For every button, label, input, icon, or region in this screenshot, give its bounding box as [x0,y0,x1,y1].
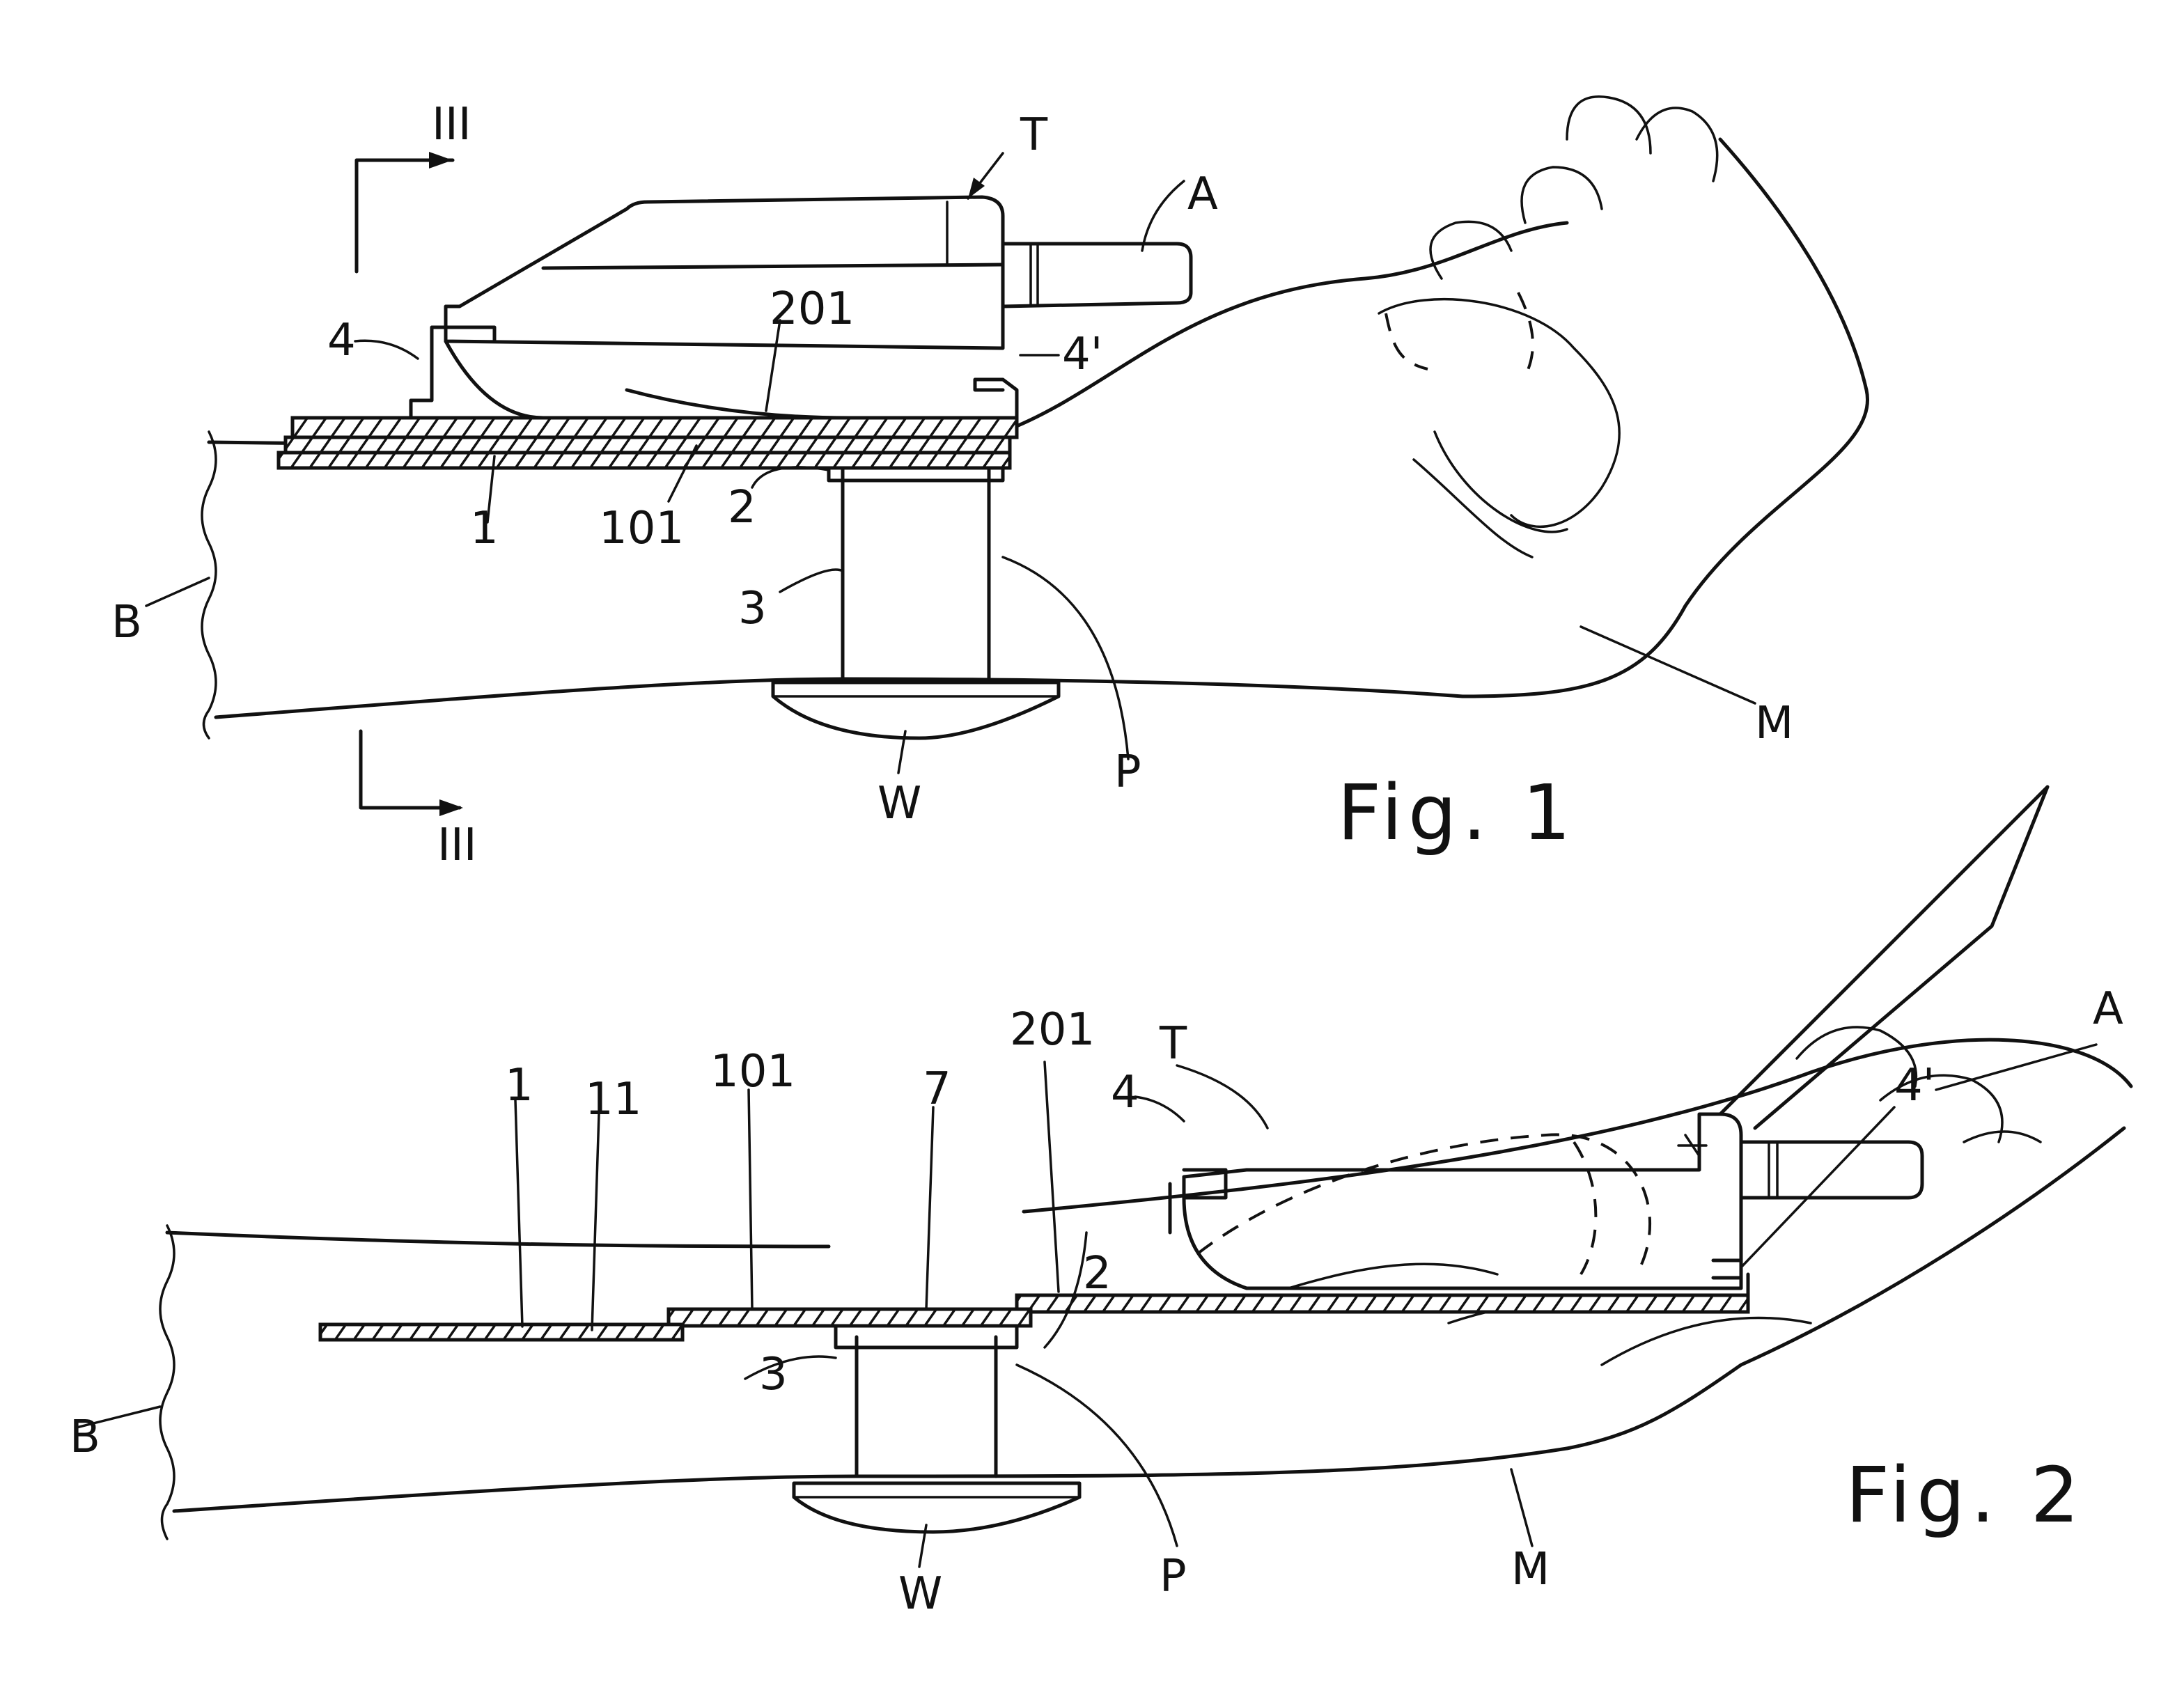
label-3: 3 [738,583,767,634]
device-housing [1182,1112,1743,1290]
device-housing [444,195,1005,420]
label-1: 1 [470,503,499,554]
strap [834,1324,1019,1478]
label-4-prime: 4' [1894,1060,1935,1111]
label-A: A [1187,169,1218,220]
hand [1001,95,1870,698]
label-4: 4 [1111,1067,1139,1118]
label-3: 3 [759,1349,788,1400]
section-marker-top: III [354,99,471,274]
label-4-prime: 4' [1062,329,1102,380]
antenna-extended [1718,785,2050,1130]
plate-1 [318,1322,685,1342]
dial-w [771,680,1061,740]
clip-4 [1168,1168,1228,1235]
antenna [1739,1140,1924,1200]
leader-lines [145,152,1756,774]
plate-1 [276,451,1012,470]
clip-4 [409,325,497,420]
label-B: B [70,1412,100,1463]
clip-4-prime [973,377,1019,420]
plate-201 [1015,1293,1750,1314]
section-label-top: III [432,99,471,150]
leader-lines [75,1043,2098,1568]
figure-2-caption: Fig. 2 [1846,1451,2085,1540]
figure-2: T A 4 4' 201 101 1 11 7 2 3 B P W M Fig.… [70,785,2133,1620]
dial-w [792,1481,1082,1534]
label-2: 2 [1083,1248,1112,1299]
figure-1: III III [111,95,1870,871]
forearm [159,1224,1569,1540]
label-M: M [1511,1544,1550,1595]
figure-1-caption: Fig. 1 [1337,768,1577,857]
plate-101 [666,1307,1033,1328]
label-11: 11 [585,1074,641,1125]
label-101: 101 [599,503,684,554]
section-label-bottom: III [437,820,477,871]
label-101: 101 [710,1046,795,1097]
label-2: 2 [728,482,756,533]
label-P: P [1160,1551,1187,1602]
label-201: 201 [1010,1004,1095,1056]
strap [827,466,1005,681]
label-W: W [898,1568,942,1620]
antenna [1001,242,1193,308]
label-M: M [1755,698,1793,749]
label-1: 1 [505,1060,533,1111]
label-A: A [2093,983,2123,1035]
label-P: P [1114,746,1141,798]
label-7: 7 [923,1063,951,1115]
label-T: T [1159,1018,1187,1070]
label-W: W [878,778,921,829]
forearm [201,430,1465,740]
plate-201 [290,416,1019,439]
label-T: T [1020,109,1048,161]
label-201: 201 [770,283,855,335]
plate-101 [283,435,1012,455]
label-B: B [111,597,142,648]
label-4: 4 [327,315,356,366]
section-marker-bottom: III [359,729,477,871]
